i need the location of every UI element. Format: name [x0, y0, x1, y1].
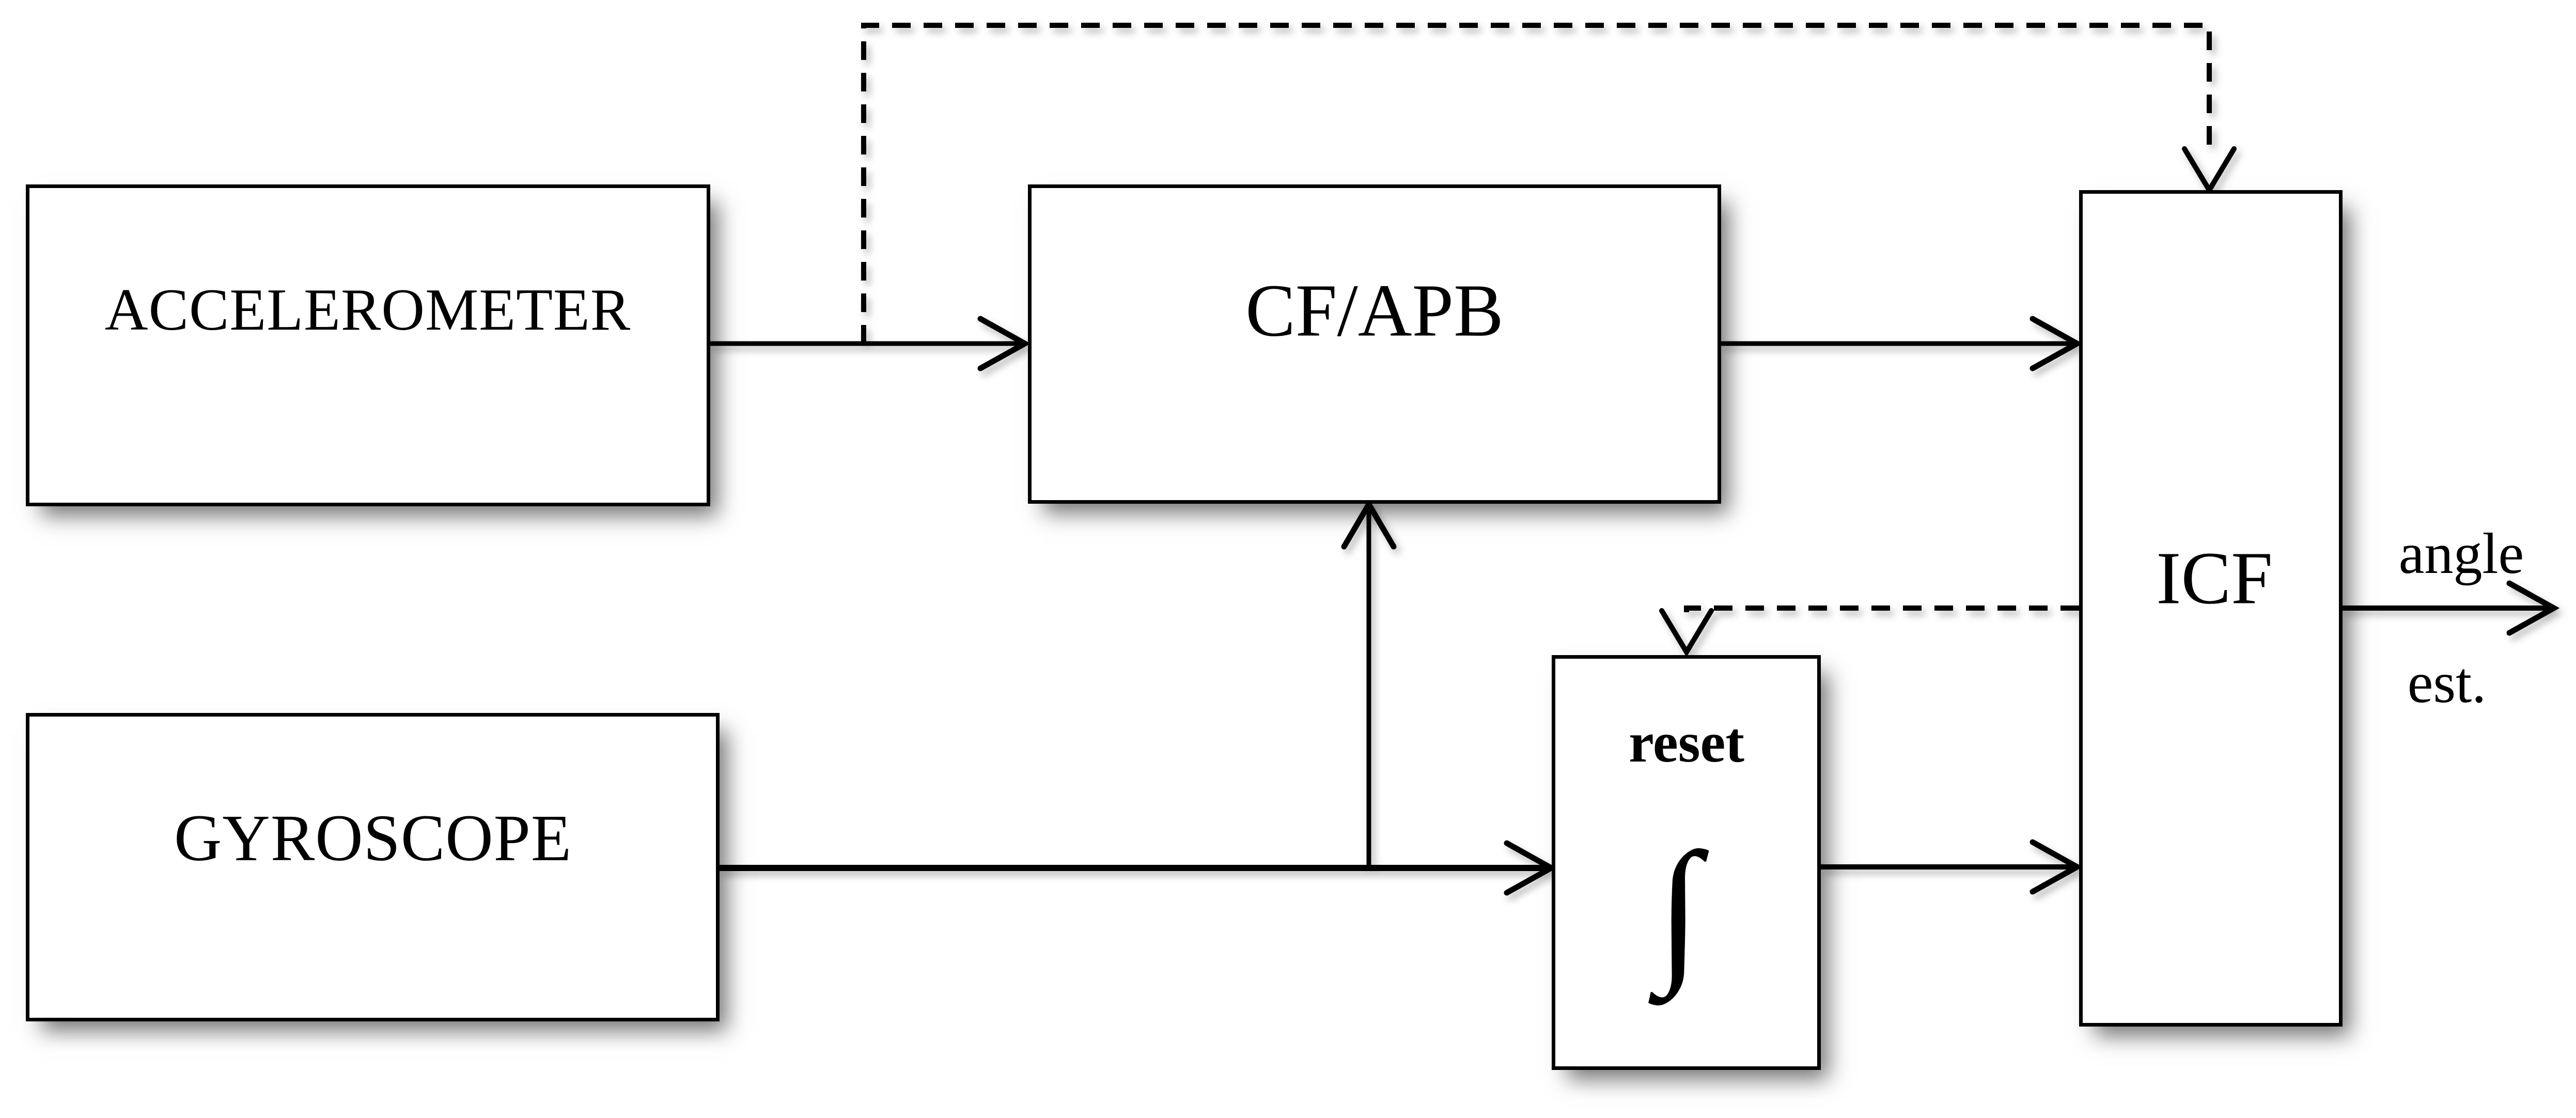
- output-label-est: est.: [2407, 651, 2487, 715]
- integrator-block: [1552, 655, 1821, 1070]
- arrow-gyroscope-to-integrator: [720, 840, 1557, 896]
- integral-icon: ∫: [1657, 820, 1701, 998]
- accelerometer-block: [26, 184, 710, 506]
- arrow-accelerometer-to-cfapb: [710, 316, 1031, 371]
- cfapb-label: CF/APB: [1245, 269, 1504, 352]
- icf-label: ICF: [2156, 537, 2273, 620]
- accelerometer-label: ACCELEROMETER: [104, 277, 631, 343]
- arrow-integrator-to-icf: [1821, 839, 2083, 895]
- gyroscope-label: GYROSCOPE: [174, 801, 572, 875]
- icf-block: [2079, 190, 2343, 1027]
- arrow-icf-to-output: [2343, 580, 2560, 636]
- output-label-angle: angle: [2398, 522, 2524, 586]
- arrow-cfapb-to-icf: [1721, 316, 2083, 371]
- dashed-reset-feedback-to-integrator: [1659, 605, 2079, 657]
- cfapb-block: [1028, 184, 1721, 504]
- integrator-reset-label: reset: [1629, 711, 1744, 774]
- arrow-gyroscope-branch-to-cfapb: [1341, 499, 1397, 868]
- gyroscope-block: [26, 713, 720, 1021]
